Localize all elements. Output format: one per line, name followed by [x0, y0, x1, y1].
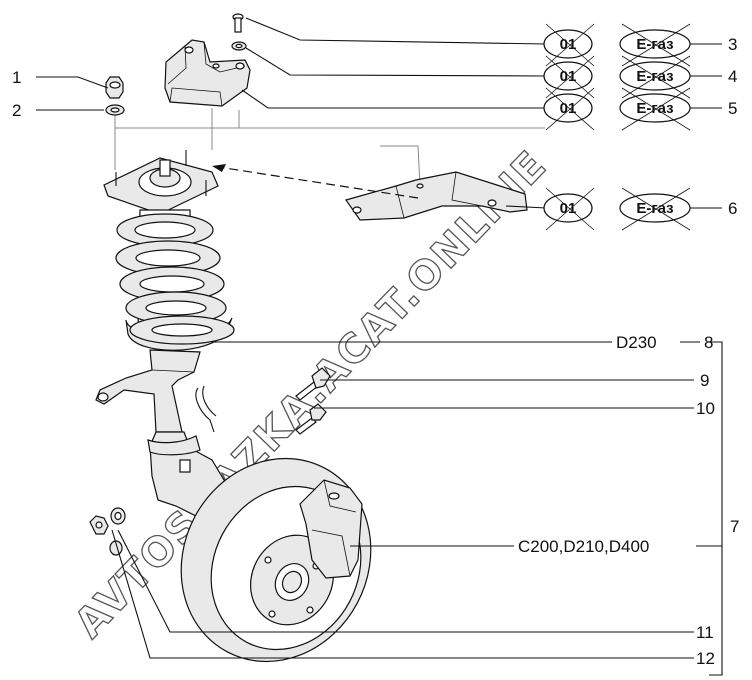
callout-7: 7: [730, 517, 739, 536]
code-01: 01: [560, 68, 577, 85]
label-d230: D230: [616, 333, 657, 352]
part-1-nut: [105, 76, 124, 99]
callout-11: 11: [696, 623, 714, 642]
code-01: 01: [560, 200, 577, 217]
callout-1: 1: [12, 68, 21, 87]
part-6-bracket: [211, 164, 528, 221]
code-egas: E-газ: [636, 100, 673, 117]
strut-spring: [115, 209, 235, 351]
ball-joint-nut: [109, 540, 123, 556]
part-12-nut: [89, 515, 109, 535]
brake-caliper: [299, 479, 363, 579]
part-5-mount-bracket: [164, 39, 251, 107]
part-2-washer: [105, 104, 125, 116]
callout-8: 8: [704, 333, 713, 352]
leader-lines: [36, 17, 723, 676]
part-9-bolt: [295, 367, 331, 401]
part-3-bolt: [232, 13, 244, 33]
callout-3: 3: [728, 35, 737, 54]
callout-2: 2: [12, 101, 21, 120]
code-oval-row-6: 01 E-газ: [543, 187, 691, 231]
callout-5: 5: [728, 99, 737, 118]
code-oval-row-4: 01 E-газ: [543, 55, 691, 99]
callout-12: 12: [696, 649, 715, 668]
code-egas: E-газ: [636, 36, 673, 53]
code-01: 01: [560, 36, 577, 53]
part-4-washer: [231, 41, 247, 51]
code-oval-row-3: 01 E-газ: [543, 23, 691, 67]
strut-top-mount: [103, 150, 219, 215]
label-c200-d210-d400: C200,D210,D400: [518, 537, 649, 556]
callout-4: 4: [728, 67, 737, 86]
part-11-washer: [110, 507, 126, 525]
callout-6: 6: [728, 199, 737, 218]
code-oval-row-5: 01 E-газ: [543, 87, 691, 131]
code-01: 01: [560, 100, 577, 117]
callout-10: 10: [696, 399, 715, 418]
code-egas: E-газ: [636, 200, 673, 217]
code-egas: E-газ: [636, 68, 673, 85]
callout-9: 9: [700, 371, 709, 390]
